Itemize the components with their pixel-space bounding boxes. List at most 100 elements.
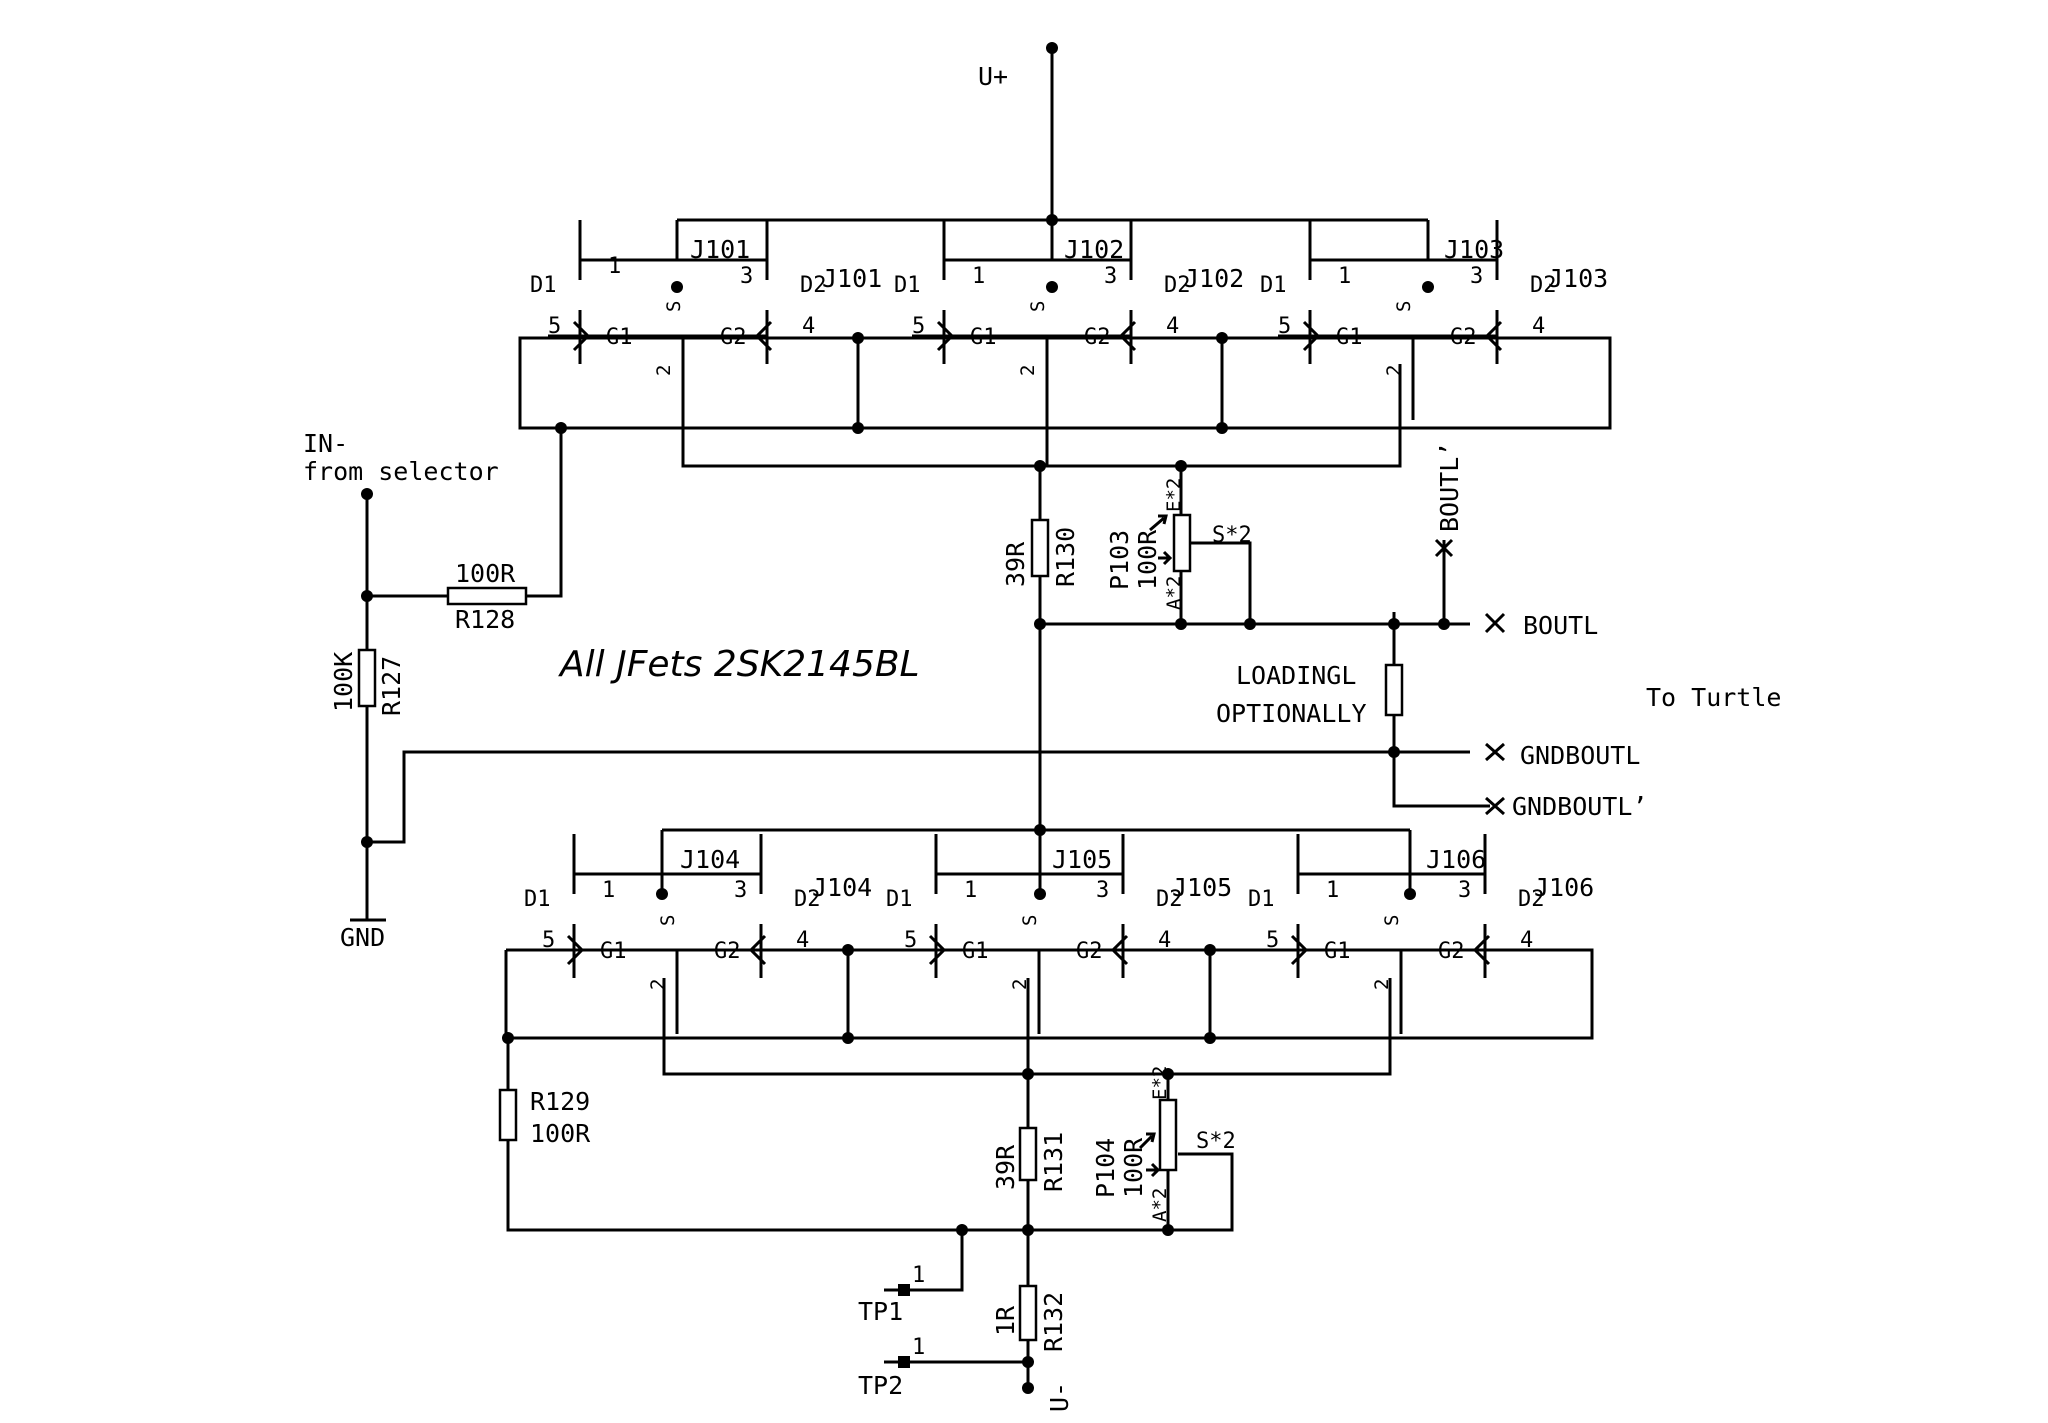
pin-label: 4 <box>1520 928 1533 953</box>
jfet-name: J106 <box>1426 845 1486 874</box>
junction-dot <box>361 836 373 848</box>
pot-pin: E*2 <box>1163 478 1185 512</box>
u-plus-label: U+ <box>978 62 1008 91</box>
pin-label: 5 <box>548 314 561 339</box>
testpoint-name: TP1 <box>858 1297 903 1326</box>
junction-dot <box>1216 332 1228 344</box>
jfet-name: J101 <box>690 235 750 264</box>
jfet-j105: 1 3 D1 D2 5 G1 G2 4 S 2 J105 J105 <box>886 832 1232 1036</box>
resistor-name: R129 <box>530 1087 590 1116</box>
pin-label: 5 <box>912 314 925 339</box>
pin-label: 1 <box>608 254 621 279</box>
junction-dot <box>1022 1068 1034 1080</box>
pin-label: 1 <box>964 878 977 903</box>
pin-label: 3 <box>740 264 753 289</box>
pin-label: 1 <box>1326 878 1339 903</box>
resistor-name: R130 <box>1051 527 1080 587</box>
resistor-name: R131 <box>1039 1132 1068 1192</box>
junction-dot <box>956 1224 968 1236</box>
bottom-jfet-stage: 1 3 D1 D2 5 G1 G2 4 S 2 J104 J104 1 3 D1… <box>502 824 1594 1128</box>
pin-label: 1 <box>602 878 615 903</box>
jfet-name: J102 <box>1064 235 1124 264</box>
u-minus-terminal <box>1022 1382 1034 1394</box>
output-network: R129 100R 39R R131 E*2 A*2 S*2 P104 100R… <box>498 1038 1236 1412</box>
pin-label: D1 <box>1260 273 1287 298</box>
pin-label: D2 <box>1518 887 1545 912</box>
pin-label: D2 <box>1164 273 1191 298</box>
pin-label: 4 <box>1532 314 1545 339</box>
jfet-part: J104 <box>812 873 872 902</box>
junction-dot <box>1046 42 1058 54</box>
input-terminal <box>361 488 373 500</box>
schematic-title: All JFets 2SK2145BL <box>558 644 920 685</box>
jfet-j104: 1 3 D1 D2 5 G1 G2 4 S 2 J104 J104 <box>524 832 872 1036</box>
resistor-r129 <box>498 1088 518 1142</box>
pin-label: 4 <box>802 314 815 339</box>
pin-label: D1 <box>530 273 557 298</box>
resistor-value: 100K <box>329 652 358 712</box>
junction-dot <box>852 332 864 344</box>
pin-label: 2 <box>1017 365 1039 376</box>
pin-label: D1 <box>894 273 921 298</box>
resistor-value: 39R <box>991 1144 1020 1190</box>
pin-label: 2 <box>1371 979 1393 990</box>
pin-label: 2 <box>1383 365 1405 376</box>
pin-label: S <box>1027 301 1049 312</box>
pin-label: D2 <box>1530 273 1557 298</box>
junction-dot <box>1244 618 1256 630</box>
testpoint-tp1 <box>898 1284 910 1296</box>
pin-label: 4 <box>1166 314 1179 339</box>
resistor-r131 <box>1018 1126 1038 1182</box>
resistor-name: R128 <box>455 605 515 634</box>
pot-p103 <box>1172 513 1192 573</box>
junction-dot <box>1022 1224 1034 1236</box>
to-turtle-label: To Turtle <box>1646 683 1781 712</box>
junction-dot <box>1388 746 1400 758</box>
pin-label: D2 <box>1156 887 1183 912</box>
pin-label: 5 <box>904 928 917 953</box>
input-label: from selector <box>303 457 499 486</box>
junction-dot <box>1046 281 1058 293</box>
pot-pin: S*2 <box>1196 1129 1236 1154</box>
resistor-r132 <box>1018 1284 1038 1342</box>
junction-dot <box>1034 824 1046 836</box>
junction-dot <box>656 888 668 900</box>
pot-p104 <box>1158 1098 1178 1172</box>
junction-dot <box>1034 888 1046 900</box>
jfet-j101: 1 3 D1 D2 5 G1 G2 4 S 2 J101 J101 <box>530 218 882 422</box>
junction-dot <box>852 422 864 434</box>
pin-label: 3 <box>1458 878 1471 903</box>
pot-pin: A*2 <box>1163 576 1185 610</box>
pin-label: 5 <box>1278 314 1291 339</box>
pin-label: 2 <box>653 365 675 376</box>
junction-dot <box>1175 618 1187 630</box>
junction-dot <box>1162 1068 1174 1080</box>
jfet-part: J101 <box>822 264 882 293</box>
resistor-value: 100R <box>530 1119 591 1148</box>
pot-name: P104 <box>1091 1138 1120 1198</box>
pin-label: 1 <box>1338 264 1351 289</box>
pin-label: 3 <box>1096 878 1109 903</box>
junction-dot <box>1216 422 1228 434</box>
junction-dot <box>1422 281 1434 293</box>
pot-name: P103 <box>1105 530 1134 590</box>
pin-label: 5 <box>1266 928 1279 953</box>
jfet-part: J105 <box>1172 873 1232 902</box>
pin-label: S <box>663 301 685 312</box>
jfet-name: J105 <box>1052 845 1112 874</box>
input-label: IN- <box>303 429 348 458</box>
pin-label: S <box>1381 915 1403 926</box>
pin-label: 3 <box>1470 264 1483 289</box>
pin-label: 1 <box>972 264 985 289</box>
input-network: IN- from selector 100R R128 100K R127 GN… <box>303 428 1395 952</box>
pin-label: D1 <box>886 887 913 912</box>
pin-label: S <box>657 915 679 926</box>
pin-label: 4 <box>796 928 809 953</box>
resistor-value: 39R <box>1001 541 1030 587</box>
jfet-name: J103 <box>1444 235 1504 264</box>
junction-dot <box>671 281 683 293</box>
pin-label: S <box>1393 301 1415 312</box>
junction-dot <box>1388 618 1400 630</box>
jfet-name: J104 <box>680 845 740 874</box>
